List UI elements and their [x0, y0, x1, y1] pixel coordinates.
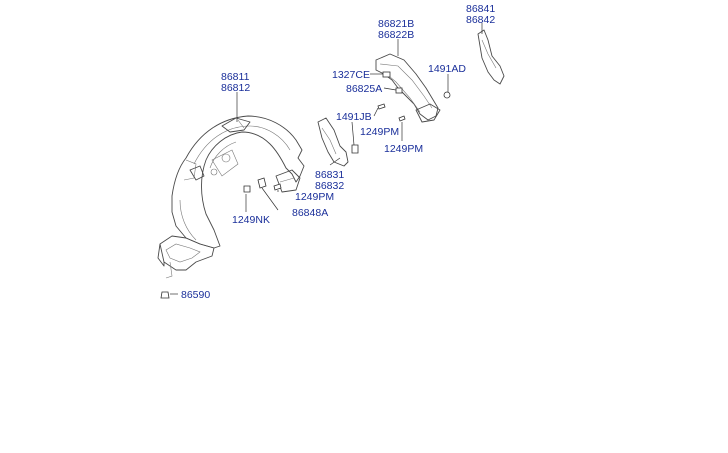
label-86841: 86841: [466, 3, 495, 15]
label-1249pm-upper: 1249PM: [384, 143, 423, 155]
screw-1249pm-middle: [377, 103, 386, 110]
rear-bracket: [477, 29, 505, 85]
label-86821b: 86821B: [378, 18, 414, 30]
label-1249pm-lower: 1249PM: [295, 191, 334, 203]
label-86812: 86812: [221, 82, 250, 94]
clip-86590: [160, 291, 170, 299]
bolt-1491ad: [443, 91, 451, 99]
clip-1327ce: [382, 71, 391, 78]
clip-86848a: [257, 177, 267, 189]
part-labels: 86811 86812 86821B 86822B 86841 86842 13…: [181, 3, 495, 301]
label-1491ad: 1491AD: [428, 63, 466, 75]
splash-flap: [317, 117, 349, 167]
label-86842: 86842: [466, 14, 495, 26]
label-86825a: 86825A: [346, 83, 382, 95]
screw-1249pm-upper: [398, 115, 406, 122]
clip-86825a: [395, 87, 403, 94]
label-86832: 86832: [315, 180, 344, 192]
label-86848a: 86848A: [292, 207, 328, 219]
leader-lines: [170, 23, 483, 295]
wheel-guard-liner: [157, 115, 305, 279]
screw-1249pm-lower: [273, 183, 282, 191]
fasteners: [160, 71, 451, 299]
label-86822b: 86822B: [378, 29, 414, 41]
clip-1491jb: [351, 144, 359, 154]
label-86590: 86590: [181, 289, 210, 301]
label-1249pm-middle: 1249PM: [360, 126, 399, 138]
screw-1249nk: [243, 185, 251, 193]
label-1249nk: 1249NK: [232, 214, 270, 226]
label-86831: 86831: [315, 169, 344, 181]
label-86811: 86811: [221, 71, 250, 83]
label-1327ce: 1327CE: [332, 69, 370, 81]
label-1491jb: 1491JB: [336, 111, 372, 123]
